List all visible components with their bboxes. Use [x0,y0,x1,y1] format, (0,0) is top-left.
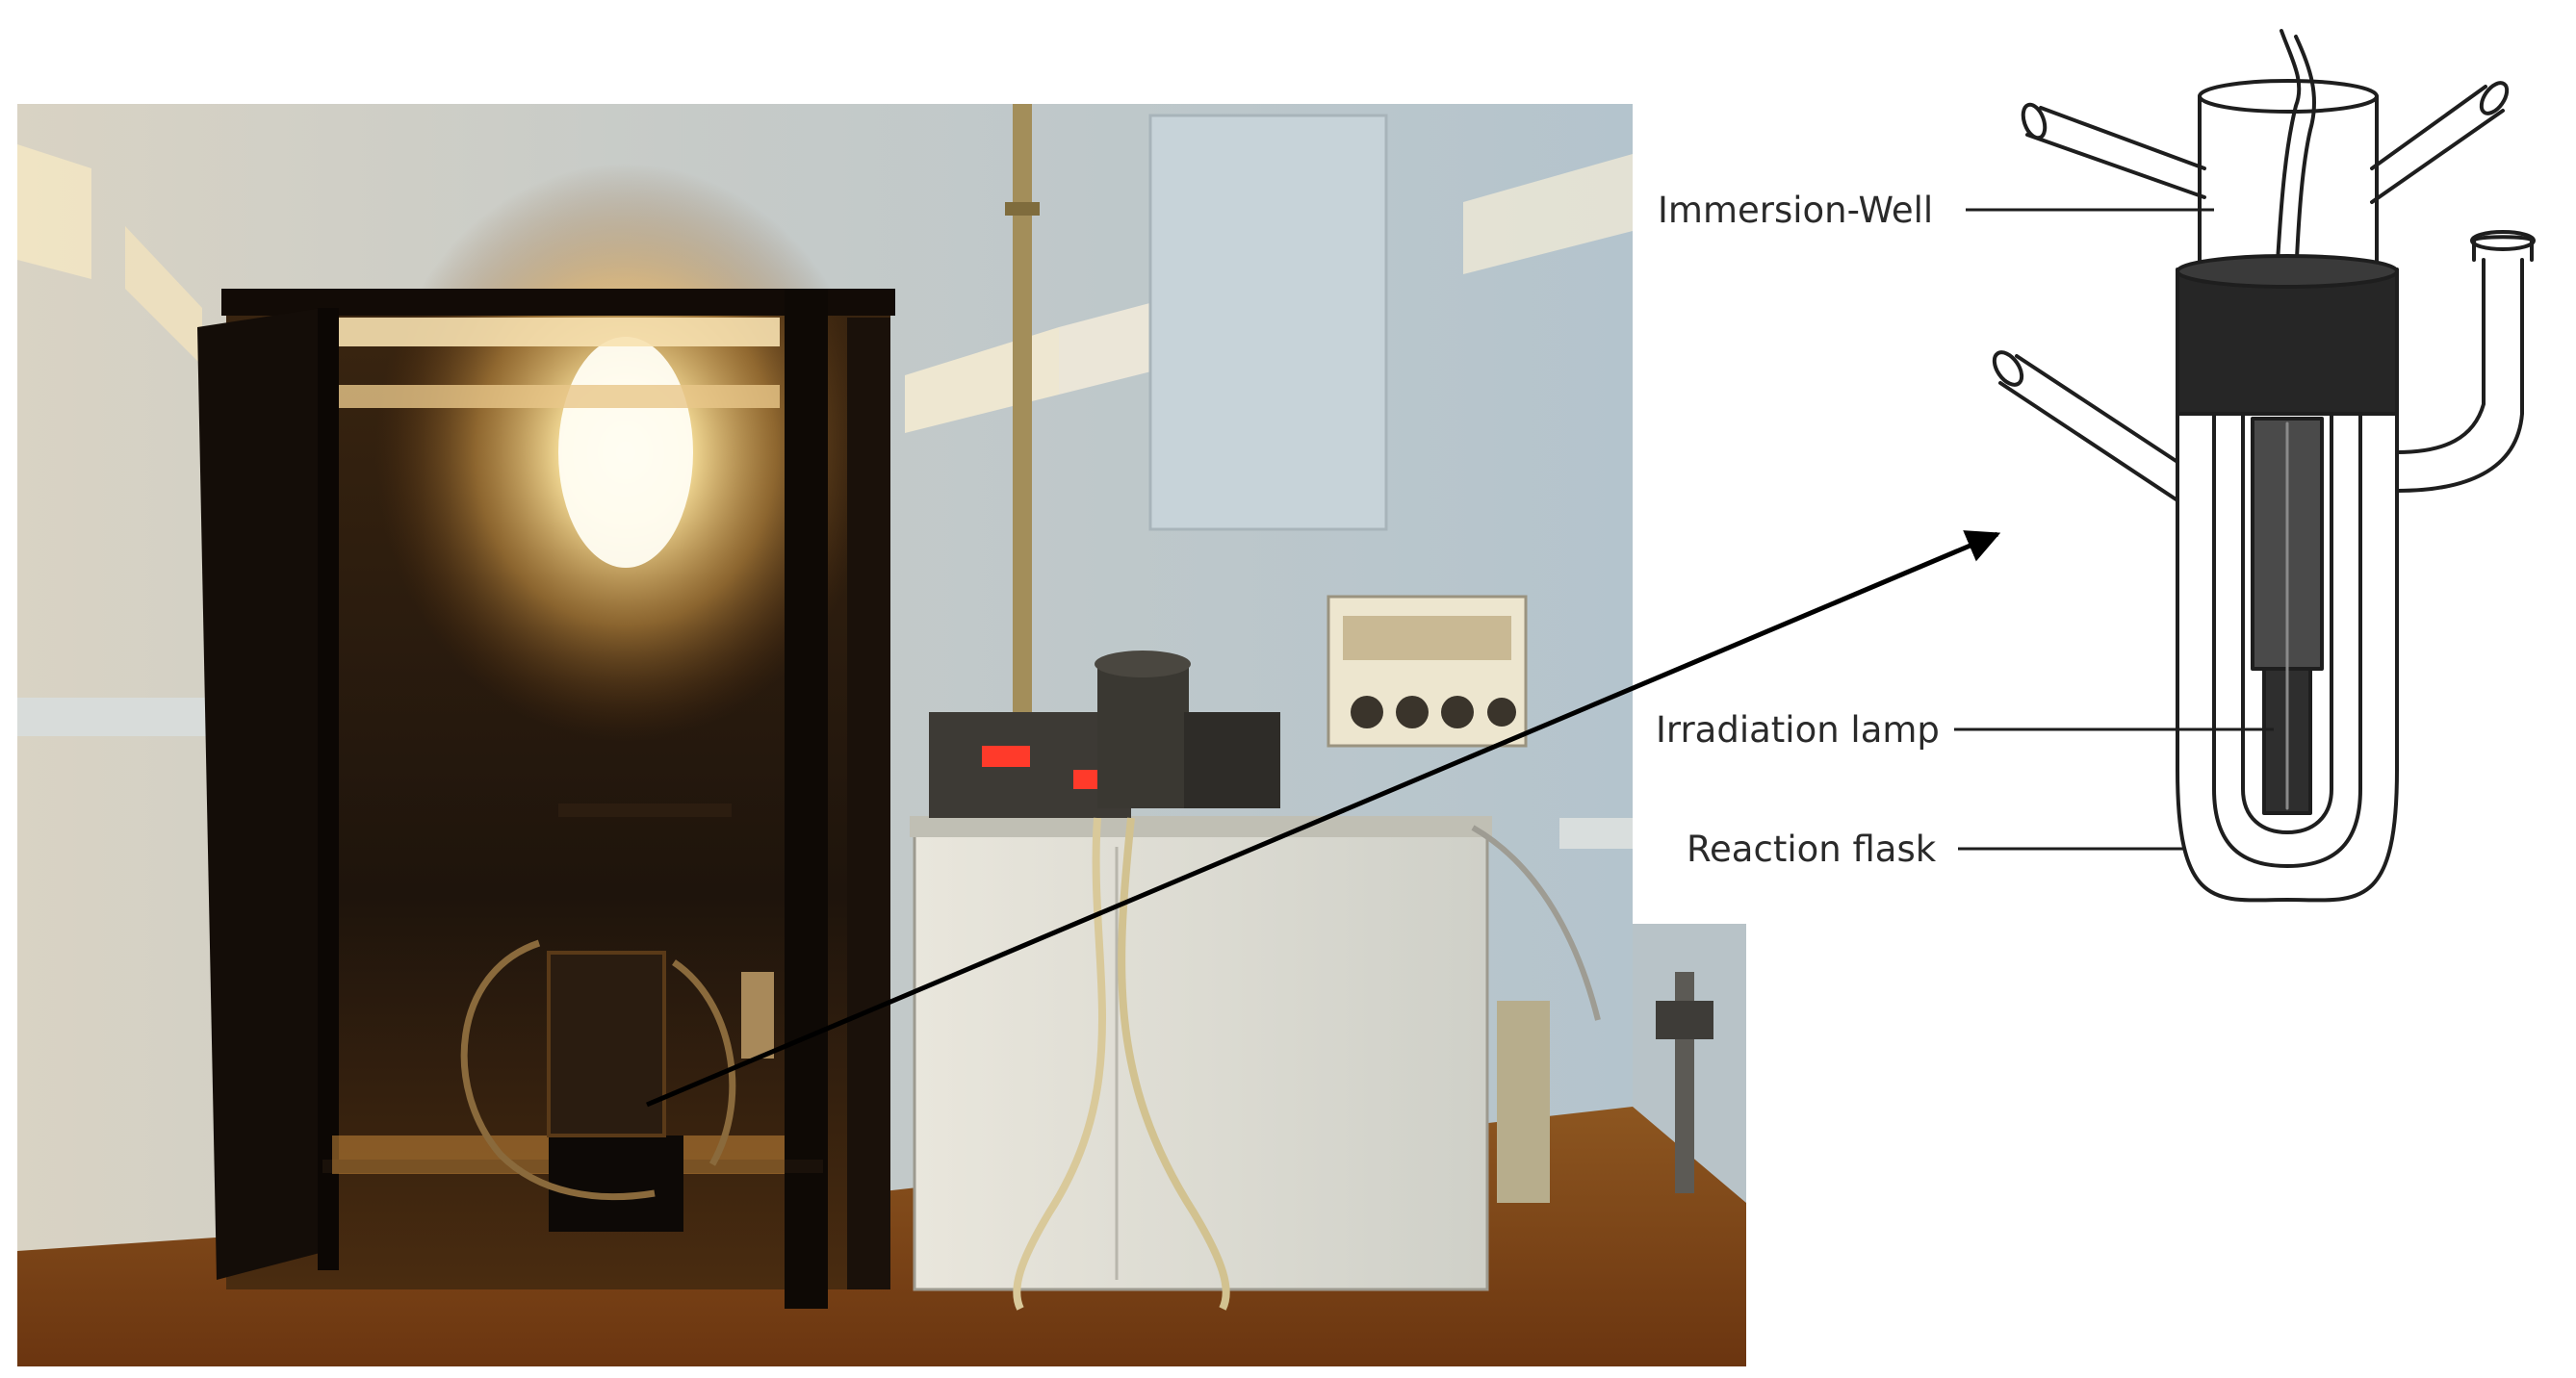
cabinet-top-light [318,318,780,346]
pump-housing [1184,712,1280,808]
wall-board [1148,114,1388,531]
pump-motor [1097,664,1189,808]
lower-right-arm [2395,258,2524,493]
immersion-well-schematic [1992,29,2536,903]
lower-right-arm-rim [2470,230,2536,251]
socket [1441,696,1474,728]
wall-rail [17,698,215,736]
cabinet-left-door [197,308,327,1280]
upper-right-arm [2370,85,2505,204]
well-top-body [2198,94,2379,271]
reactor-cabinet [197,164,895,1309]
wall-light-band [1463,154,1633,274]
socket [1487,698,1516,727]
wall-light-band [125,226,202,366]
reactor-vessel [547,951,666,1137]
lamp-wire [2275,29,2302,281]
water-tube [1471,825,1601,1021]
socket [1396,696,1429,728]
label-reaction-flask: Reaction flask [1687,829,1937,870]
lower-left-arm-end [1992,350,2024,387]
socket [1351,696,1383,728]
pointer-arrow [646,530,2001,1108]
leader-lines [1954,208,2274,851]
cooling-tube [672,959,736,1166]
label-immersion-well: Immersion-Well [1658,190,1933,231]
upper-left-arm [2025,106,2206,199]
well-top-rim [2198,79,2379,114]
label-irradiation-lamp: Irradiation lamp [1656,709,1940,751]
gas-pipe [1013,104,1032,845]
side-bottle [1497,1001,1550,1203]
ground-joint-rim [2176,254,2399,289]
flask-outer-wall [2176,412,2399,903]
well-inner-tube [2241,412,2333,834]
switch-strip [1343,616,1511,660]
water-tube [1118,817,1230,1311]
gas-pipe-collar [1005,202,1040,216]
cabinet-post [318,308,339,1270]
magnetic-stirrer [549,1136,683,1232]
reagent-bottle [741,972,774,1059]
pump-motor-cap [1095,651,1191,677]
wall-rail [1559,818,1633,849]
lower-left-arm [1998,354,2179,502]
led-display [982,746,1030,767]
cabinet-top-light [318,385,780,408]
well-inner-wall [2212,412,2362,868]
bath-top [910,816,1492,837]
ground-joint [2176,268,2399,416]
valve-head [1656,1001,1713,1039]
cabinet-shelf [558,804,732,817]
bath-body [913,826,1489,1291]
lower-right-arm-mouth [2472,235,2534,262]
cabinet-post [847,318,890,1289]
wall-light-band [17,144,91,279]
lamp-wire [2294,35,2317,281]
upper-right-arm-end [2479,81,2510,115]
lamp-core [558,337,693,568]
cooling-tube [460,939,656,1201]
upper-left-arm-end [2021,102,2048,140]
cabinet-post [785,289,828,1309]
water-bath [910,651,1601,1311]
photoreactor-photo [17,104,1746,1366]
